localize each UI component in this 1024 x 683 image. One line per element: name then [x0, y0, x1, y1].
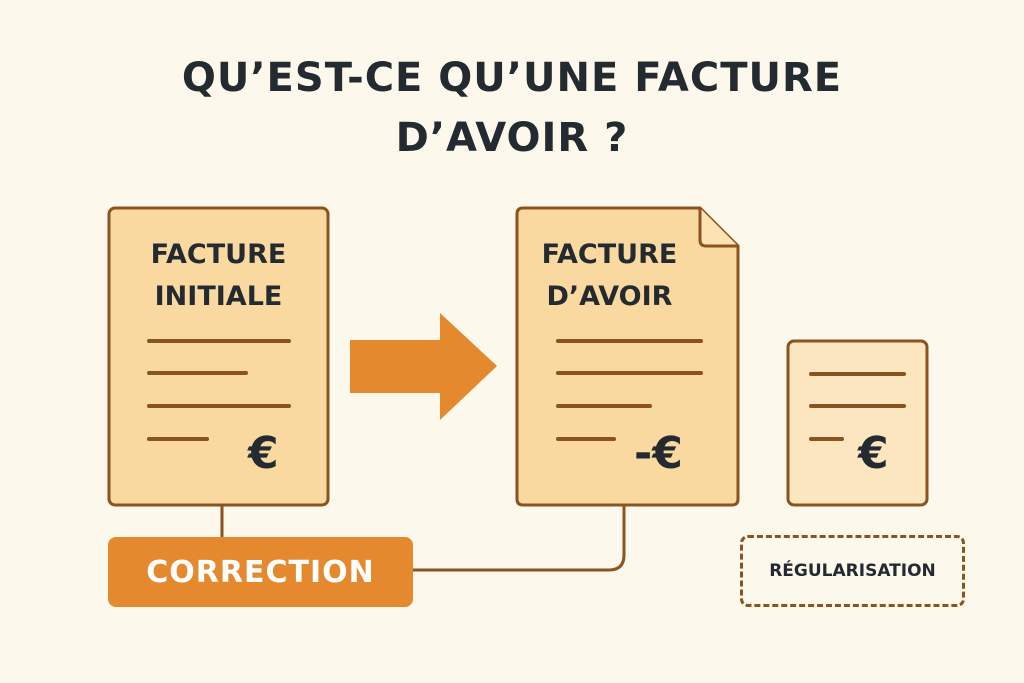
folded-corner-icon — [698, 208, 738, 248]
initial-invoice-title-line1: FACTURE — [150, 239, 287, 270]
page-title-line1: QU’EST-CE QU’UNE FACTURE — [181, 55, 843, 101]
initial-invoice-title-line2: INITIALE — [154, 281, 283, 312]
negative-euro-icon: -€ — [634, 428, 683, 479]
credit-note-title-line1: FACTURE — [541, 239, 678, 270]
adjusted-invoice-document — [786, 339, 929, 507]
euro-icon-adjusted: € — [858, 428, 889, 479]
regularisation-label: RÉGULARISATION — [740, 535, 965, 607]
euro-icon: € — [248, 428, 279, 479]
page-title-line2: D’AVOIR ? — [395, 115, 629, 161]
connector-credit-to-correction — [413, 505, 626, 572]
correction-label: CORRECTION — [108, 537, 413, 607]
credit-note-title: FACTURE D’AVOIR — [517, 234, 702, 318]
credit-note-title-line2: D’AVOIR — [546, 281, 673, 312]
initial-invoice-title: FACTURE INITIALE — [109, 234, 328, 318]
credit-note-document — [515, 206, 740, 507]
arrow-right-icon — [350, 313, 497, 420]
initial-invoice-document — [107, 206, 330, 507]
